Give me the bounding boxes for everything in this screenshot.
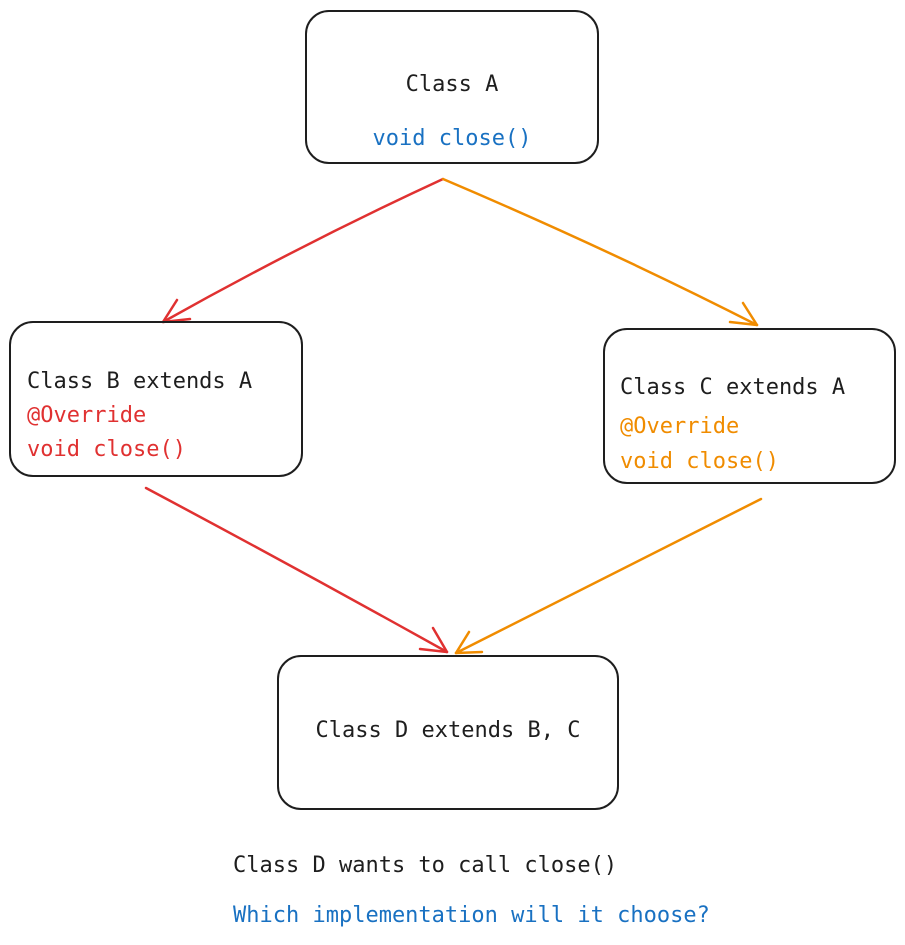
class-b-box xyxy=(9,321,303,477)
arrow-a-to-b xyxy=(161,177,445,324)
caption-statement: Class D wants to call close() xyxy=(233,853,618,878)
class-a-method: void close() xyxy=(372,126,532,151)
class-a-box xyxy=(305,10,599,164)
caption-question: Which implementation will it choose? xyxy=(233,903,710,928)
arrow-a-to-c-head xyxy=(728,301,759,327)
class-c-box xyxy=(603,328,896,484)
class-d-title: Class D extends B, C xyxy=(315,718,581,743)
class-d-box xyxy=(277,655,619,810)
arrow-b-to-d xyxy=(144,486,449,654)
class-b-method: void close() xyxy=(27,437,186,462)
arrow-c-to-d xyxy=(454,497,763,655)
class-c-title: Class C extends A xyxy=(620,375,846,400)
arrow-c-to-d-head xyxy=(454,630,484,655)
class-a-title: Class A xyxy=(405,72,499,97)
class-b-title: Class B extends A xyxy=(27,369,253,394)
arrow-a-to-c xyxy=(441,177,759,327)
class-c-method: void close() xyxy=(620,449,779,474)
arrow-b-to-d-head xyxy=(418,626,449,654)
class-c-annotation: @Override xyxy=(620,414,740,439)
class-b-annotation: @Override xyxy=(27,403,147,428)
